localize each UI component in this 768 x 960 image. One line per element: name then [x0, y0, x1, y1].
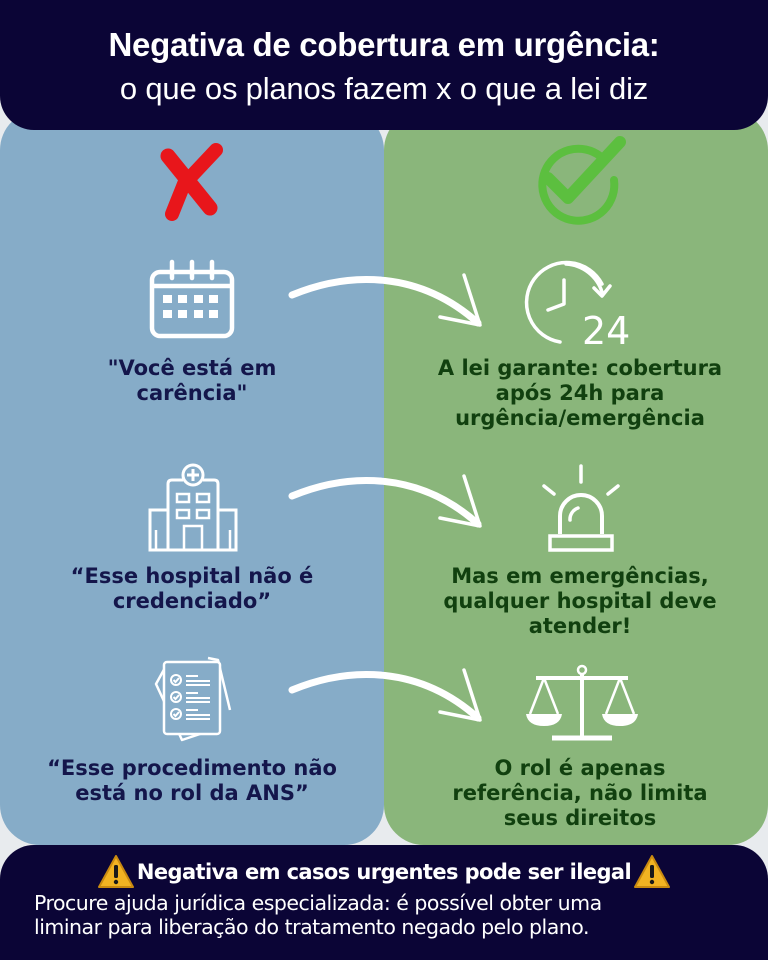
claim-not-accredited: “Esse hospital não é credenciado” — [30, 564, 354, 614]
footer-warning-banner: Negativa em casos urgentes pode ser ileg… — [0, 845, 768, 960]
law-line: seus direitos — [503, 806, 657, 830]
claim-line: está no rol da ANS” — [75, 781, 309, 805]
law-24h-coverage: A lei garante: cobertura após 24h para u… — [410, 356, 750, 431]
header-banner: Negativa de cobertura em urgência: o que… — [0, 0, 768, 130]
claim-line: “Esse hospital não é — [70, 564, 314, 588]
page-subtitle: o que os planos fazem x o que a lei diz — [119, 71, 649, 106]
claim-carencia: "Você está em carência" — [40, 356, 344, 406]
law-line: atender! — [528, 614, 632, 638]
advice-line: liminar para liberação do tratamento neg… — [34, 915, 590, 939]
warning-title: Negativa em casos urgentes pode ser ileg… — [136, 860, 632, 884]
page-title: Negativa de cobertura em urgência: — [108, 26, 660, 63]
law-says-panel — [384, 110, 768, 845]
curved-arrow-icon — [288, 474, 482, 528]
claim-not-in-ans-list: “Esse procedimento não está no rol da AN… — [20, 756, 364, 806]
law-line: urgência/emergência — [455, 406, 705, 430]
svg-text:24: 24 — [582, 309, 630, 348]
siren-icon — [542, 464, 620, 552]
warning-triangle-icon — [634, 855, 671, 888]
claim-line: carência" — [136, 381, 248, 405]
warning-triangle-icon — [97, 855, 134, 888]
law-line: Mas em emergências, — [451, 564, 709, 588]
scales-of-justice-icon — [526, 664, 638, 741]
curved-arrow-icon — [288, 273, 482, 327]
law-line: qualquer hospital deve — [443, 589, 717, 613]
claim-line: “Esse procedimento não — [47, 756, 337, 780]
law-rol-is-reference: O rol é apenas referência, não limita se… — [410, 756, 750, 831]
checklist-document-icon — [154, 656, 232, 742]
law-line: O rol é apenas — [494, 756, 666, 780]
green-check-icon — [538, 136, 626, 225]
law-line: A lei garante: cobertura — [437, 356, 723, 380]
warning-row: Negativa em casos urgentes pode ser ileg… — [0, 853, 768, 891]
hospital-icon — [148, 463, 238, 552]
claim-line: "Você está em — [107, 356, 277, 380]
law-line: referência, não limita — [452, 781, 708, 805]
calendar-icon — [149, 259, 235, 339]
legal-advice-text: Procure ajuda jurídica especializada: é … — [34, 891, 748, 939]
red-x-icon — [160, 143, 223, 221]
clock-24h-icon: 24 — [524, 260, 630, 348]
law-any-hospital: Mas em emergências, qualquer hospital de… — [410, 564, 750, 639]
law-line: após 24h para — [495, 381, 665, 405]
curved-arrow-icon — [288, 668, 482, 722]
claim-line: credenciado” — [112, 589, 272, 613]
advice-line: Procure ajuda jurídica especializada: é … — [34, 891, 602, 915]
